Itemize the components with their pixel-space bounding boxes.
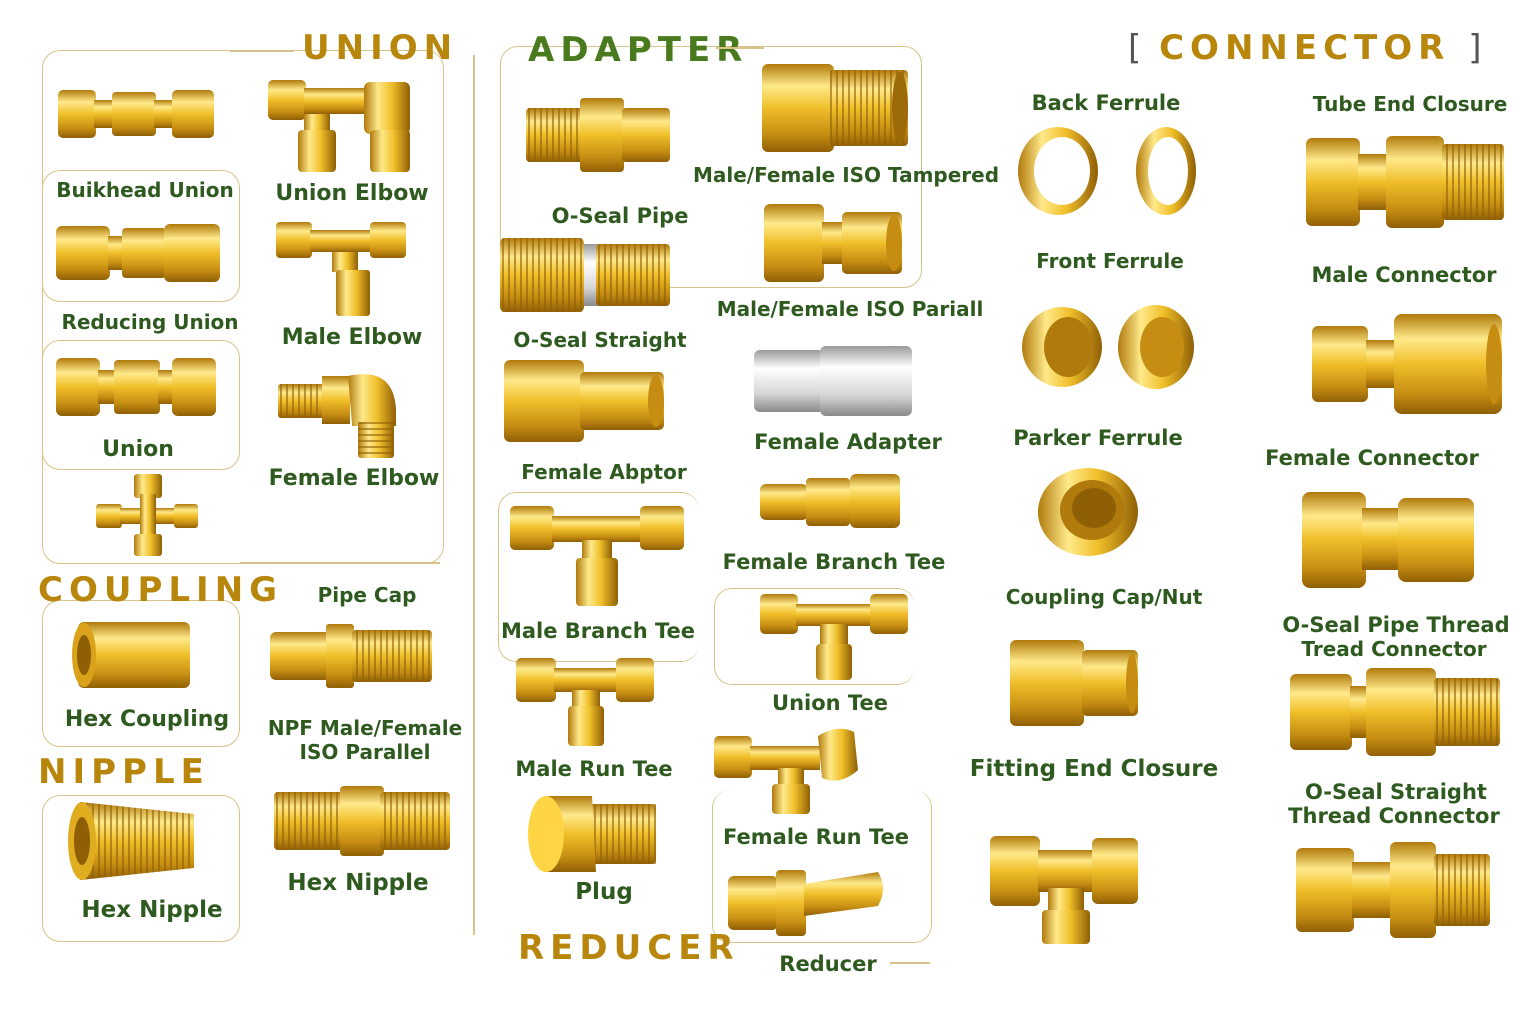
o-seal-pipe-thread-image <box>1290 668 1500 756</box>
label-o-seal-straight-thread-2: Thread Connector <box>1288 804 1500 828</box>
label-female-adapter: Female Adapter <box>754 430 942 454</box>
label-union-tee: Union Tee <box>772 691 888 715</box>
union-tee-frame <box>714 588 915 685</box>
label-male-female-iso-parall: Male/Female ISO Pariall <box>716 297 984 321</box>
o-seal-pipe-image <box>526 98 670 172</box>
adapter-frame <box>500 46 922 288</box>
section-union: UNION <box>302 28 459 68</box>
label-female-run-tee: Female Run Tee <box>723 825 909 849</box>
label-male-run-tee: Male Run Tee <box>515 757 673 781</box>
reducer-heading-line <box>890 962 930 964</box>
pipe-cap-image <box>270 624 432 688</box>
label-npf-line2: ISO Parallel <box>299 740 431 764</box>
female-connector-image <box>1302 492 1474 588</box>
hex-nipple-right-image <box>274 786 450 856</box>
section-coupling: COUPLING <box>38 570 284 610</box>
union-image <box>56 358 216 416</box>
union-frame-inner <box>42 340 240 470</box>
bulkhead-union-image <box>58 90 214 138</box>
column-divider <box>473 55 475 935</box>
female-branch-tee-image <box>760 474 900 528</box>
plug-image <box>528 796 656 872</box>
label-fitting-end-closure: Fitting End Closure <box>969 756 1219 782</box>
fitting-end-closure-image <box>990 836 1138 944</box>
male-branch-tee-frame <box>498 492 699 662</box>
label-pipe-cap: Pipe Cap <box>317 583 417 607</box>
male-elbow-image <box>276 222 406 316</box>
union-elbow-image <box>268 80 410 172</box>
label-hex-coupling: Hex Coupling <box>64 707 230 732</box>
label-back-ferrule: Back Ferrule <box>1031 91 1181 115</box>
back-ferrule-image <box>1018 127 1196 215</box>
label-female-branch-tee: Female Branch Tee <box>722 550 946 574</box>
iso-tampered-image <box>762 64 908 152</box>
adapter-heading-line <box>716 47 764 49</box>
reducer-image <box>728 870 883 936</box>
section-reducer: REDUCER <box>518 928 740 968</box>
label-hex-nipple-right: Hex Nipple <box>287 870 429 896</box>
female-adapter-image <box>754 346 912 416</box>
o-seal-straight-thread-image <box>1296 842 1490 938</box>
tube-end-closure-image <box>1306 136 1504 228</box>
hex-nipple-frame <box>42 795 240 942</box>
union-tee-image <box>760 594 908 680</box>
reducing-union-image <box>56 224 220 282</box>
male-run-tee-image <box>516 658 654 746</box>
union-cross-image <box>96 474 198 556</box>
bracket-right: ] <box>1468 28 1482 68</box>
iso-parall-image <box>764 204 902 282</box>
hex-coupling-frame <box>42 600 240 747</box>
bracket-left: [ <box>1128 28 1142 68</box>
female-elbow-image <box>278 374 396 458</box>
bulkhead-frame <box>42 170 240 302</box>
label-bulkhead-union: Buikhead Union <box>56 178 234 202</box>
hex-coupling-image <box>72 622 190 688</box>
front-ferrule-image <box>1022 305 1194 389</box>
label-female-connector: Female Connector <box>1265 446 1479 470</box>
label-female-abptor: Female Abptor <box>521 460 687 484</box>
label-o-seal-pipe-thread-2: Tread Connector <box>1301 637 1487 661</box>
male-branch-tee-image <box>510 506 684 606</box>
label-male-connector: Male Connector <box>1311 263 1497 287</box>
section-nipple: NIPPLE <box>38 752 210 792</box>
label-reducer: Reducer <box>779 952 877 976</box>
label-plug: Plug <box>575 879 633 905</box>
connector-title: CONNECTOR <box>1159 28 1451 68</box>
label-tube-end-closure: Tube End Closure <box>1312 92 1508 116</box>
label-union-elbow: Union Elbow <box>275 181 429 206</box>
label-hex-nipple-left: Hex Nipple <box>81 897 223 923</box>
label-o-seal-straight: O-Seal Straight <box>513 328 687 352</box>
label-male-female-iso-tampered: Male/Female ISO Tampered <box>692 163 1000 187</box>
label-male-branch-tee: Male Branch Tee <box>500 619 696 643</box>
male-connector-image <box>1312 314 1502 414</box>
union-heading-line <box>230 50 294 52</box>
label-parker-ferrule: Parker Ferrule <box>1013 426 1183 450</box>
coupling-divider-line <box>240 562 440 564</box>
female-abptor-image <box>504 360 664 442</box>
female-run-tee-image <box>714 728 858 814</box>
section-connector: [ CONNECTOR ] <box>1128 28 1481 68</box>
coupling-cap-nut-image <box>1010 640 1138 726</box>
label-o-seal-pipe: O-Seal Pipe <box>551 204 689 228</box>
label-o-seal-pipe-thread-1: O-Seal Pipe Thread <box>1282 613 1510 637</box>
parker-ferrule-image <box>1038 468 1138 556</box>
label-union: Union <box>102 437 174 462</box>
reducer-frame <box>712 790 932 943</box>
label-male-elbow: Male Elbow <box>281 325 423 350</box>
o-seal-straight-image <box>500 238 670 312</box>
section-adapter: ADAPTER <box>528 30 749 70</box>
hex-nipple-left-image <box>68 802 194 880</box>
label-female-elbow: Female Elbow <box>268 466 440 491</box>
label-npf-line1: NPF Male/Female <box>267 716 463 740</box>
label-front-ferrule: Front Ferrule <box>1036 249 1184 273</box>
label-reducing-union: Reducing Union <box>61 310 239 334</box>
label-coupling-cap-nut: Coupling Cap/Nut <box>1005 585 1203 609</box>
label-o-seal-straight-thread-1: O-Seal Straight <box>1305 780 1487 804</box>
